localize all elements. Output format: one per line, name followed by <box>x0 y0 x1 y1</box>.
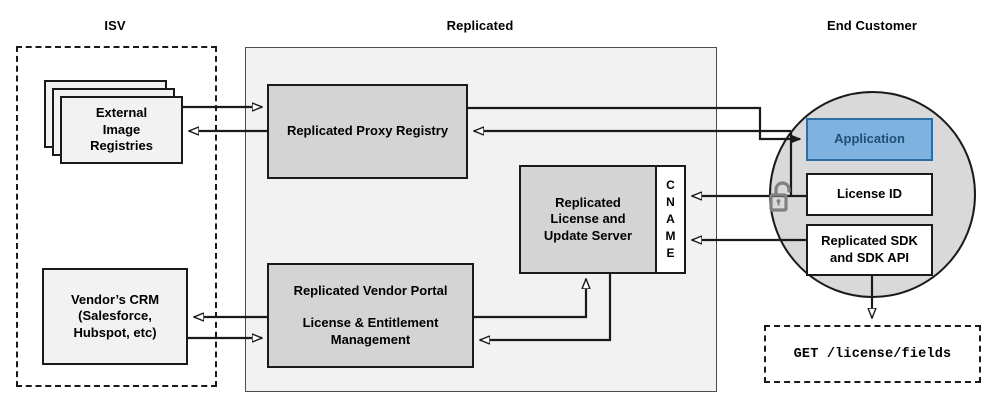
application-label: Application <box>834 131 905 147</box>
license-server-line-2: License and <box>550 211 626 227</box>
application[interactable]: Application <box>806 118 933 161</box>
api-call-box: GET /license/fields <box>764 325 981 383</box>
crm-line-2: (Salesforce, <box>78 308 152 324</box>
license-server-line-1: Replicated <box>555 194 621 210</box>
sdk-line-2: and SDK API <box>830 250 909 265</box>
unlocked-padlock-icon <box>769 181 791 212</box>
crm-line-1: Vendor’s CRM <box>70 291 160 307</box>
cname-letter-a: A <box>666 211 675 226</box>
replicated-license-update-server[interactable]: Replicated License and Update Server <box>519 165 657 274</box>
sdk-line-1: Replicated SDK <box>821 233 918 249</box>
isv-zone-boundary <box>16 46 217 387</box>
replicated-vendor-portal[interactable]: Replicated Vendor Portal License & Entit… <box>267 263 474 368</box>
cname-letter-c: C <box>666 177 675 192</box>
registries-line-2: Image <box>102 121 141 137</box>
vendors-crm[interactable]: Vendor’s CRM (Salesforce, Hubspot, etc) <box>42 268 188 365</box>
zone-title-isv: ISV <box>104 18 126 33</box>
vendor-portal-line-1: Replicated Vendor Portal <box>293 282 448 298</box>
replicated-sdk[interactable]: Replicated SDK and SDK API <box>806 224 933 276</box>
license-id-label: License ID <box>836 186 903 202</box>
license-server-line-3: Update Server <box>543 227 633 243</box>
cname-strip: C N A M E <box>655 165 686 274</box>
zone-title-end-customer: End Customer <box>826 18 918 33</box>
vendor-portal-line-2: License & Entitlement <box>302 315 439 331</box>
replicated-proxy-registry[interactable]: Replicated Proxy Registry <box>267 84 468 179</box>
cname-letter-m: M <box>665 229 676 244</box>
proxy-registry-label: Replicated Proxy Registry <box>286 123 449 139</box>
registries-line-3: Registries <box>90 138 153 154</box>
license-id[interactable]: License ID <box>806 173 933 216</box>
cname-letter-n: N <box>666 194 675 209</box>
cname-letter-e: E <box>666 246 675 261</box>
external-image-registries[interactable]: External Image Registries <box>60 96 183 164</box>
zone-title-replicated: Replicated <box>446 18 514 33</box>
registries-line-1: External <box>95 105 148 121</box>
crm-line-3: Hubspot, etc) <box>73 324 157 340</box>
api-call-label: GET /license/fields <box>793 346 952 362</box>
vendor-portal-line-3: Management <box>330 331 411 347</box>
